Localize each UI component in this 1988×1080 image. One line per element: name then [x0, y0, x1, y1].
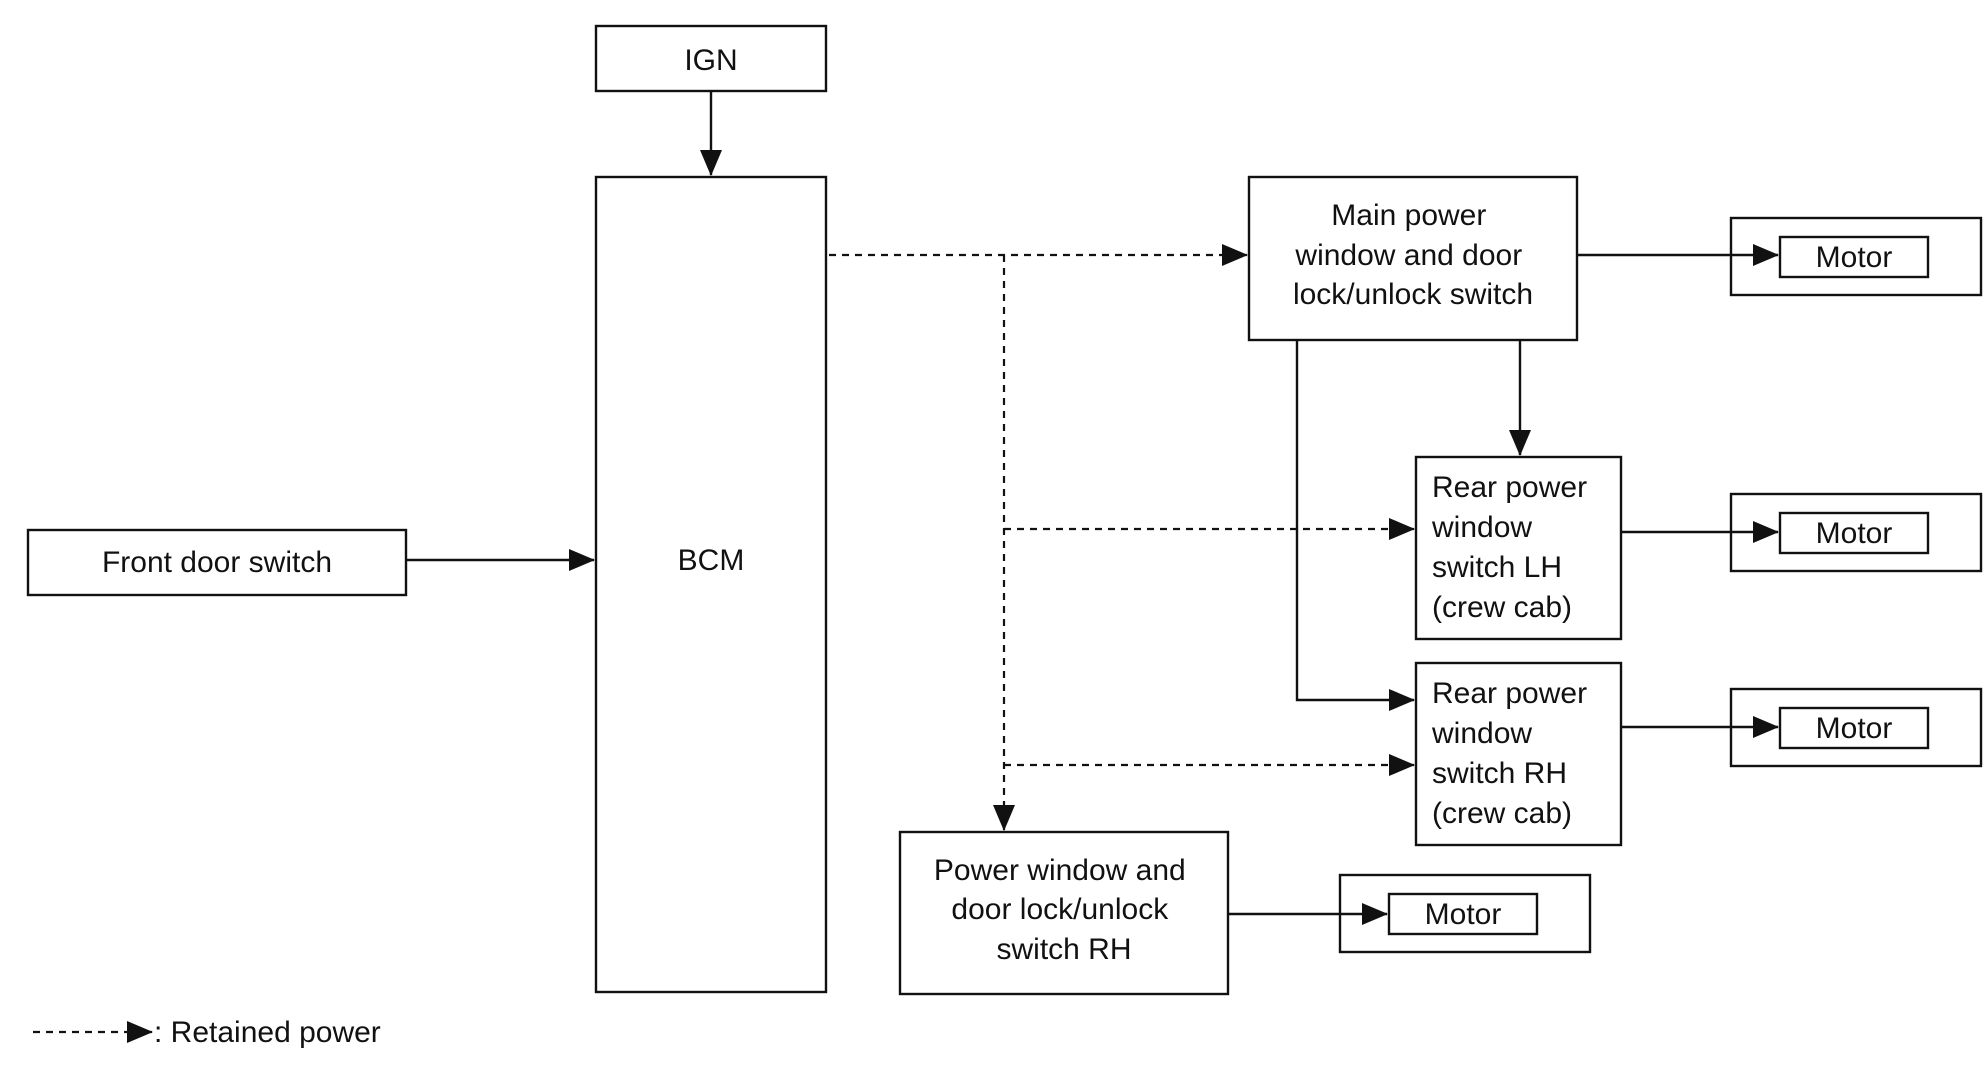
- bcm-block: BCM: [594, 175, 828, 994]
- legend: : Retained power: [33, 1016, 381, 1049]
- connector-main-to-rear-rh: [1295, 340, 1415, 711]
- ign-block: IGN: [594, 24, 828, 93]
- main-switch-label-line-2: window and door: [1294, 239, 1522, 272]
- rear-lh-label: Rear power window switch LH (crew cab): [1431, 471, 1595, 624]
- ign-label: IGN: [684, 44, 737, 77]
- pw-rh-label-line-1: Power window and: [934, 854, 1186, 887]
- rear-rh-label-line-2: window: [1431, 717, 1532, 750]
- rear-lh-label-line-1: Rear power: [1432, 471, 1587, 504]
- power-window-switch-rh-block: Power window and door lock/unlock switch…: [898, 830, 1230, 996]
- main-switch-label-line-3: lock/unlock switch: [1293, 278, 1533, 311]
- motor-label: Motor: [1425, 898, 1502, 931]
- bcm-label: BCM: [678, 544, 745, 577]
- rear-rh-label: Rear power window switch RH (crew cab): [1431, 677, 1595, 830]
- rear-lh-label-line-3: switch LH: [1432, 551, 1562, 584]
- pw-rh-label: Power window and door lock/unlock switch…: [934, 854, 1194, 966]
- rear-window-switch-rh-block: Rear power window switch RH (crew cab): [1414, 661, 1623, 847]
- rear-rh-label-line-3: switch RH: [1432, 757, 1567, 790]
- rear-lh-label-line-4: (crew cab): [1432, 591, 1572, 624]
- rear-rh-label-line-1: Rear power: [1432, 677, 1587, 710]
- motor-label: Motor: [1816, 241, 1893, 274]
- motor-label: Motor: [1816, 712, 1893, 745]
- legend-label: : Retained power: [154, 1016, 381, 1049]
- motor-label: Motor: [1816, 517, 1893, 550]
- pw-rh-label-line-2: door lock/unlock: [951, 893, 1169, 926]
- rear-rh-label-line-4: (crew cab): [1432, 797, 1572, 830]
- main-power-window-switch-block: Main power window and door lock/unlock s…: [1247, 175, 1579, 342]
- main-switch-label: Main power window and door lock/unlock s…: [1293, 199, 1533, 311]
- motor-group-main: Motor: [1729, 216, 1983, 297]
- main-switch-label-line-1: Main power: [1331, 199, 1486, 232]
- front-door-switch-label: Front door switch: [102, 546, 332, 579]
- front-door-switch-block: Front door switch: [26, 528, 408, 597]
- rear-window-switch-lh-block: Rear power window switch LH (crew cab): [1414, 455, 1623, 641]
- rear-lh-label-line-2: window: [1431, 511, 1532, 544]
- pw-rh-label-line-3: switch RH: [996, 933, 1131, 966]
